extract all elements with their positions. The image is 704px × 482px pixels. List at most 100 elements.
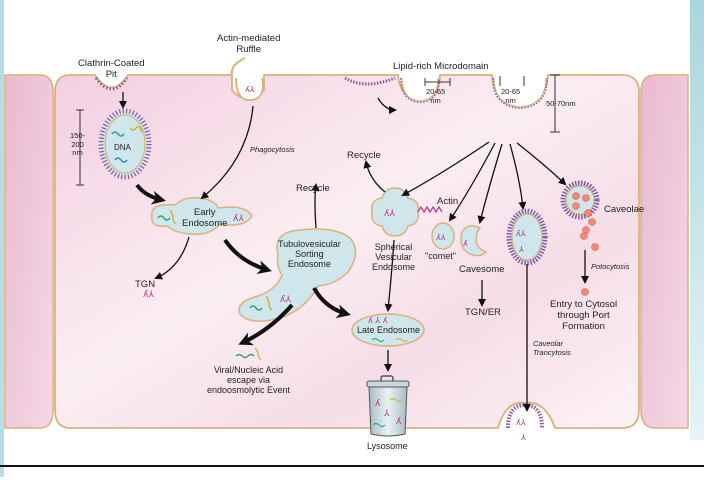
label-recycle-2: Recycle <box>347 150 381 161</box>
dna-strand-icon <box>111 131 125 137</box>
cargo-icon: ʎ ⅄ ʎ <box>368 316 388 325</box>
label-tubulovesicular-sorting-endosome: Tubulovesicular Sorting Endosome <box>278 239 341 269</box>
comet-vesicle <box>431 222 455 250</box>
label-line: 150- <box>70 131 86 140</box>
cargo-icon: ʎ⅄ <box>436 233 446 242</box>
label-comet: "comet" <box>425 251 456 261</box>
label-line: nm <box>72 148 83 157</box>
label-lipid-rich-microdomain: Lipid-rich Microdomain <box>393 61 489 72</box>
cargo-icon: ʎ⅄ <box>280 295 291 305</box>
frame-right-border <box>690 0 704 440</box>
caveola-pit-large-membrane <box>493 77 547 108</box>
label-line: Sorting <box>295 249 324 259</box>
potocytosis-particles <box>572 192 599 296</box>
dna-strand-icon <box>157 215 171 221</box>
transcytosis-vesicle-membrane <box>511 213 543 261</box>
label-line: through Port <box>557 310 610 321</box>
label-line: Pit <box>105 69 117 80</box>
cargo-icon: ʎ⅄ <box>516 418 526 427</box>
dna-strand-icon <box>114 157 128 163</box>
major-pathway-arrows <box>135 183 351 346</box>
cargo-icon: ʎ⅄ <box>143 290 154 300</box>
frame-left-border <box>0 0 4 477</box>
svg-text:ʎ: ʎ <box>375 399 381 409</box>
left-neighbor-cell <box>4 74 54 429</box>
label-spherical-vesicular-endosome: Spherical Vesicular Endosome <box>372 242 415 272</box>
label-size-50-70: 50-70nm <box>546 99 576 108</box>
dna-strand-icon <box>129 125 143 133</box>
label-line: Early <box>193 207 216 218</box>
svg-text:⅄: ⅄ <box>383 409 390 419</box>
cargo-icon: ⅄ <box>518 245 524 254</box>
pathway-arrows <box>119 92 589 412</box>
size-bar-50-70 <box>550 74 560 133</box>
svg-text:ʎ: ʎ <box>396 417 402 427</box>
label-line: endoosmolytic Event <box>207 385 291 395</box>
label-line: Endosome <box>182 218 228 229</box>
late-endosome <box>351 313 425 347</box>
cargo-icon: ʎ⅄ <box>233 214 244 224</box>
label-phagocytosis: Phagocytosis <box>250 145 295 154</box>
dna-strand-icon <box>235 353 255 359</box>
cargo-icon: ⅄ <box>520 433 526 442</box>
ruffle-cup <box>235 77 264 101</box>
label-lysosome: Lysosome <box>367 441 408 451</box>
label-line: Actin-mediated <box>217 33 281 44</box>
cargo-icon: ʎ⅄ <box>384 209 395 219</box>
label-cavesome: Cavesome <box>459 264 505 275</box>
label-line: Caveolar <box>533 339 564 348</box>
label-size-150-200: 150- 200 nm <box>70 131 86 158</box>
label-potocytosis: Potocytosis <box>591 262 630 271</box>
right-neighbor-cell <box>640 74 689 429</box>
cargo-icon: ʎ⅄ <box>516 229 526 238</box>
ruffle-tip <box>230 57 246 76</box>
clathrin-coat <box>94 77 129 91</box>
dna-strand-icon <box>254 347 262 361</box>
label-line: 200 <box>71 139 84 149</box>
dna-strand-icon <box>249 305 263 311</box>
lysosome-trash-can-icon: ʎ ⅄ ʎ <box>366 375 410 437</box>
label-early-endosome: Early Endosome <box>182 207 227 229</box>
label-recycle-1: Recycle <box>296 183 330 194</box>
cargo-icon: ʎ <box>463 239 468 248</box>
dna-strand-icon <box>371 337 385 343</box>
microdomain-coat <box>344 76 396 86</box>
bottom-rule <box>0 465 704 467</box>
label-entry-to-cytosol: Entry to Cytosol through Port Formation <box>550 299 617 332</box>
label-line: 20-65 <box>501 87 521 96</box>
early-endosome <box>151 196 253 236</box>
label-line: escape via <box>227 375 271 385</box>
label-dna: DNA <box>114 143 131 152</box>
label-line: Endosome <box>287 259 331 269</box>
size-bar-150-200 <box>76 109 84 186</box>
cavesome <box>460 225 488 257</box>
label-line: Ruffle <box>236 44 262 55</box>
label-caveolar-transcytosis: Caveolar Trancytosis <box>533 339 571 357</box>
label-size-20-65-b: 20-65 nm <box>501 87 521 105</box>
label-size-20-65-a: 20-65 nm <box>426 87 446 105</box>
actin-filament-icon <box>417 205 443 214</box>
caveola-pit-small-membrane <box>401 77 439 102</box>
label-line: 20-65 <box>426 87 446 96</box>
label-line: Spherical <box>374 242 413 252</box>
label-caveolae: Caveolae <box>604 204 645 215</box>
label-tgn: TGN <box>135 279 156 290</box>
label-line: Viral/Nucleic Acid <box>213 365 284 375</box>
label-line: Clathrin-Coated <box>78 58 145 69</box>
label-line: Vesicular <box>375 252 412 262</box>
label-line: nm <box>505 95 516 105</box>
dna-strand-icon <box>169 209 177 225</box>
label-actin-mediated-ruffle: Actin-mediated Ruffle <box>217 33 280 55</box>
label-line: Endosome <box>372 262 416 272</box>
label-actin: Actin <box>437 196 459 207</box>
label-viral-nucleic-acid-escape: Viral/Nucleic Acid escape via endoosmoly… <box>207 365 290 395</box>
label-line: Tubulovesicular <box>278 239 341 249</box>
label-line: Entry to Cytosol <box>550 299 618 310</box>
dna-strand-icon <box>395 337 409 343</box>
cargo-icon: ʎ⅄ <box>245 85 255 94</box>
label-line: Trancytosis <box>533 348 571 357</box>
size-bar-20-65-b <box>499 76 525 86</box>
size-bar-20-65-a <box>424 78 451 86</box>
